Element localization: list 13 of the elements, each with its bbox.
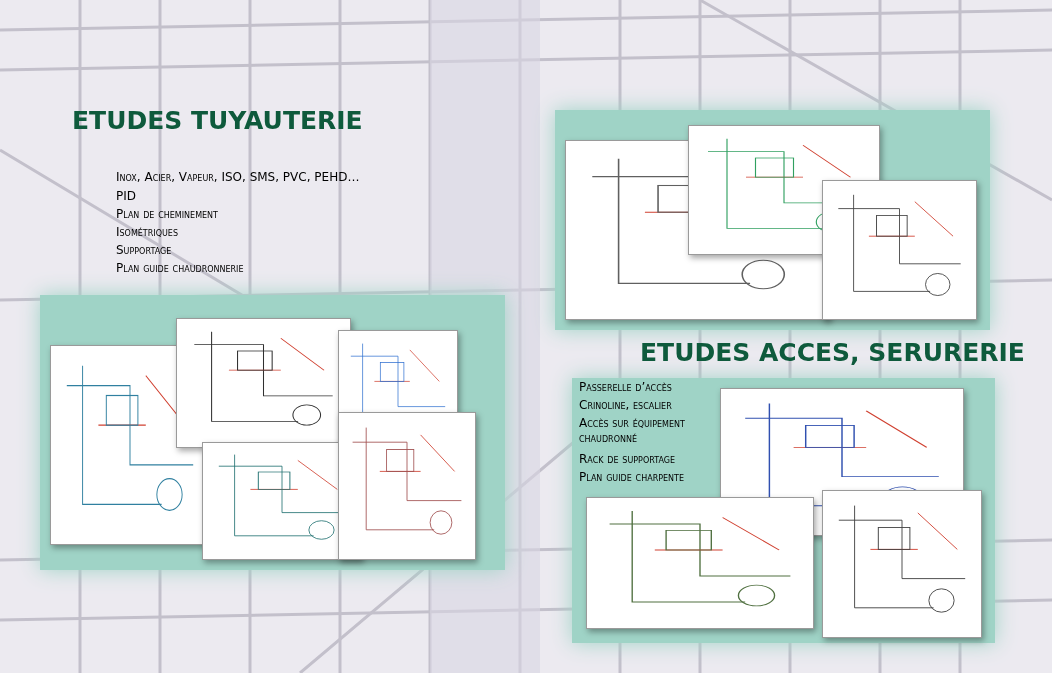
list-item: Plan guide chaudronnerie xyxy=(116,261,245,276)
list-item: Accès sur équipement chaudronné xyxy=(579,416,686,446)
list-item: Isométriques xyxy=(116,225,179,240)
list-item: Supportage xyxy=(116,243,173,258)
section-heading: ETUDES ACCES, SERURERIE xyxy=(640,340,1025,365)
list-item: Crinoline, escalier xyxy=(579,398,673,413)
list-item: Plan de cheminement xyxy=(116,207,219,222)
list-item: PID xyxy=(116,189,137,204)
list-item: Plan guide charpente xyxy=(579,470,686,485)
section-heading: ETUDES TUYAUTERIE xyxy=(72,108,363,133)
list-item: Rack de supportage xyxy=(579,452,677,467)
list-item: Passerelle d’accès xyxy=(579,380,673,395)
list-item: Inox, Acier, Vapeur, ISO, SMS, PVC, PEHD… xyxy=(116,170,361,185)
